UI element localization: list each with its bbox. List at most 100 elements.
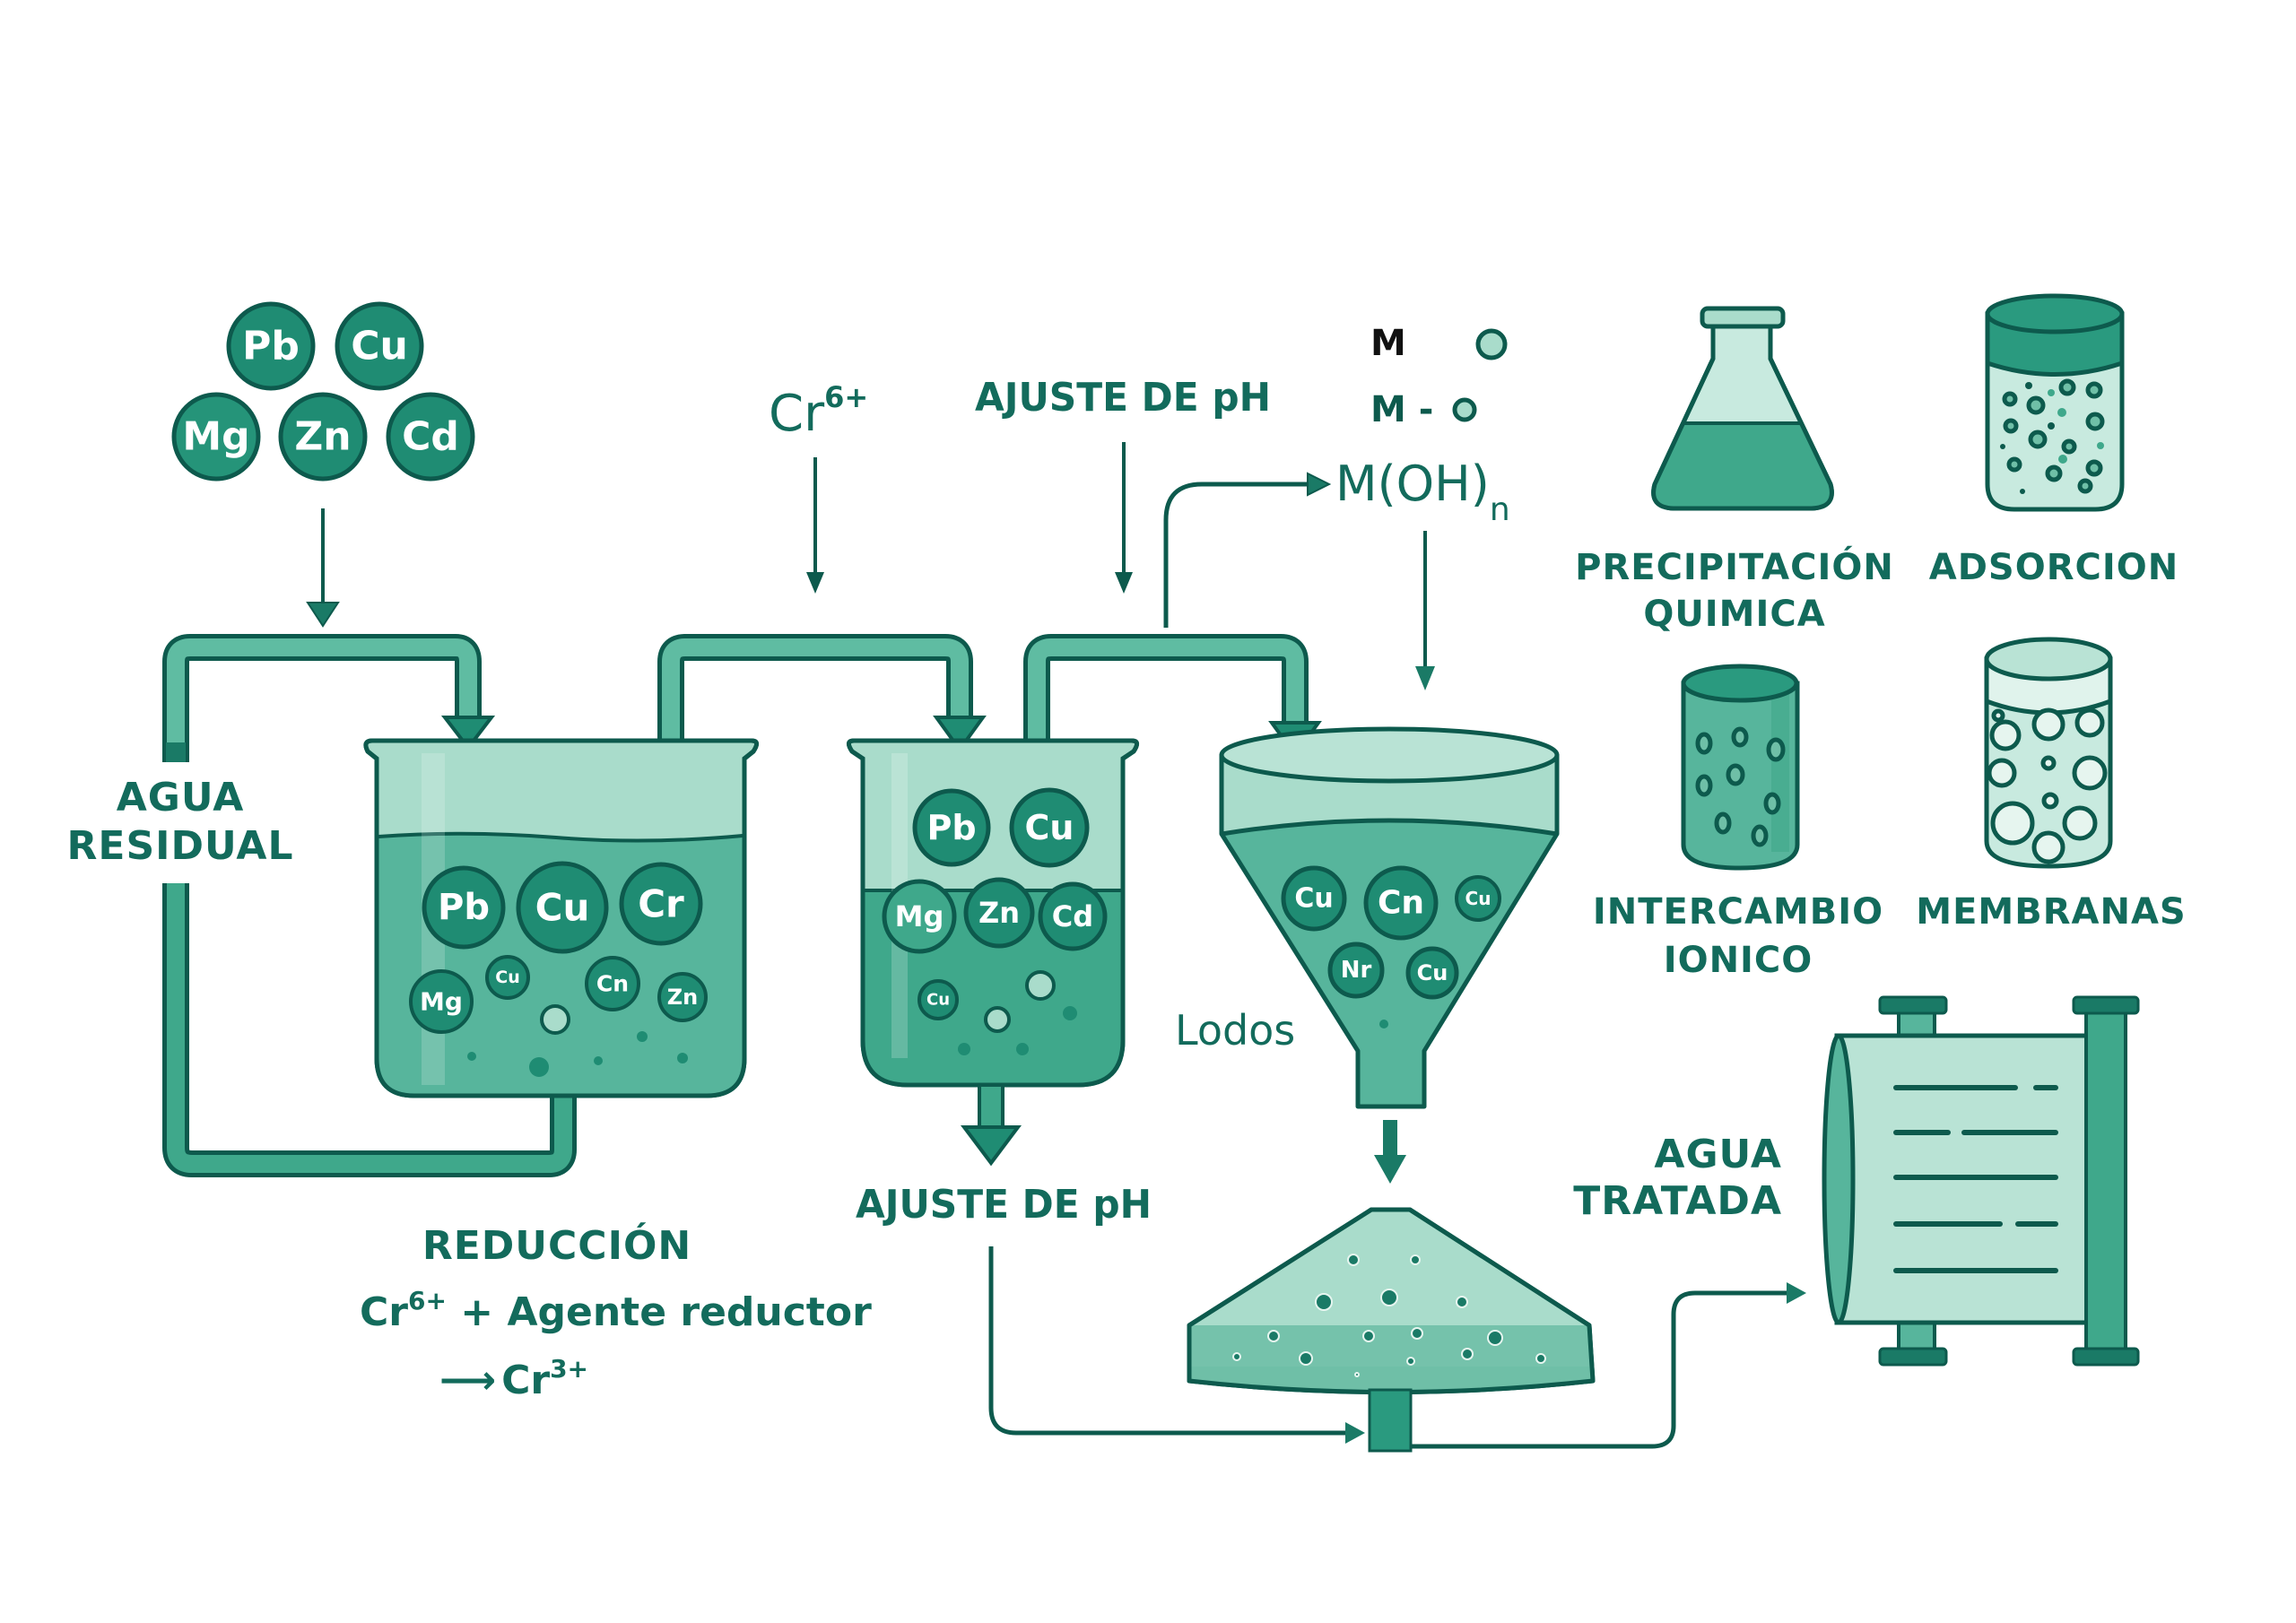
sludge-particles: [1232, 1254, 1546, 1377]
treated-water-unit: [1822, 995, 2140, 1367]
method-membranas-label: MEMBRANAS: [1916, 891, 2186, 933]
hydroxide-to-funnel-arrow: [1415, 531, 1435, 690]
method-adsorcion-label: ADSORCION: [1929, 547, 2179, 588]
svg-text:Cn: Cn: [596, 971, 629, 997]
input-arrow: [306, 508, 340, 628]
tank1-ion-pb: Pb: [422, 865, 506, 950]
particle: [1016, 1043, 1029, 1055]
svg-text:Cr: Cr: [638, 882, 684, 926]
sludge-drop-arrow: [1374, 1120, 1406, 1184]
ph-dosing-arrow: [1115, 442, 1133, 594]
agua-tratada-label: AGUA TRATADA: [1573, 1132, 1782, 1224]
tank2-ion-mg: Mg: [882, 879, 957, 954]
svg-text:Cu: Cu: [1417, 960, 1448, 985]
svg-text:RESIDUAL: RESIDUAL: [67, 823, 294, 869]
svg-text:Mg: Mg: [895, 899, 944, 933]
arrowhead: [1787, 1282, 1806, 1304]
particle: [677, 1053, 688, 1063]
tank2-ion-cd: Cd: [1038, 881, 1108, 951]
reduction-equation-line2: ⟶Cr3+: [439, 1354, 588, 1403]
input-ions-group: Pb Cu Mg Zn Cd: [171, 301, 475, 482]
svg-text:Cu: Cu: [1294, 883, 1333, 915]
svg-text:Pb: Pb: [926, 808, 976, 847]
svg-text:AGUA: AGUA: [1654, 1132, 1782, 1177]
membrane-column-icon: [1984, 637, 2113, 869]
resin-beads: [1695, 726, 1786, 847]
svg-text:Cu: Cu: [926, 991, 950, 1010]
svg-text:Zn: Zn: [667, 985, 699, 1010]
tank2-ion-pb: Pb: [912, 788, 991, 867]
funnel-ion-nr: Nr: [1327, 942, 1385, 999]
recirculation-pipe: [162, 883, 577, 1177]
exchanger-tubes: [1893, 1085, 2058, 1273]
transfer-pipe-1: [657, 634, 987, 753]
particle: [958, 1043, 970, 1055]
to-treated-water-line: [1411, 1290, 1788, 1449]
bubble: [540, 1004, 570, 1035]
funnel-ion-cn: Cn: [1363, 865, 1439, 941]
settling-funnel: Cu Cn Cu Nr Cu: [1219, 726, 1560, 1109]
particle: [637, 1031, 648, 1042]
funnel-ion-cu-2: Cu: [1455, 875, 1501, 922]
hydroxide-output-arrow: [1163, 472, 1332, 628]
adsorbent-dots: [2000, 382, 2055, 494]
ajuste-ph-bottom-label: AJUSTE DE pH: [856, 1182, 1152, 1228]
particle: [1063, 1006, 1077, 1020]
svg-text:Cu: Cu: [535, 886, 590, 930]
ion-mg: Mg: [171, 392, 261, 482]
svg-text:INTERCAMBIO: INTERCAMBIO: [1593, 891, 1883, 933]
lodos-label: Lodos: [1175, 1006, 1295, 1055]
agua-residual-label: AGUA RESIDUAL: [67, 775, 294, 869]
svg-text:PRECIPITACIÓN: PRECIPITACIÓN: [1575, 545, 1894, 588]
membrane-pores: [1987, 707, 2108, 864]
cr6-label: Cr6+: [769, 380, 868, 443]
legend-metal-icon: [1475, 328, 1508, 360]
legend-metal-ion-icon: [1452, 397, 1477, 422]
svg-text:Mg: Mg: [182, 414, 249, 460]
tank1-ion-zn: Zn: [657, 972, 708, 1022]
svg-text:Zn: Zn: [978, 896, 1020, 930]
tank1-ion-cu: Cu: [516, 861, 609, 954]
hydroxide-label: M(OH)n: [1335, 456, 1510, 528]
tank2-ion-cu: Cu: [1009, 787, 1090, 868]
ion-zn: Zn: [278, 392, 368, 482]
svg-text:Cu: Cu: [495, 968, 519, 987]
sludge-pile: [1187, 1207, 1596, 1453]
feed-pipe: [162, 634, 496, 762]
tank1-ion-cr: Cr: [619, 862, 703, 946]
funnel-ion-cu-1: Cu: [1281, 865, 1347, 932]
ajuste-ph-top-label: AJUSTE DE pH: [975, 375, 1271, 421]
arrowhead: [1345, 1422, 1365, 1444]
tank2-ion-zn: Zn: [963, 877, 1035, 949]
tank1-ion-cu-small: Cu: [485, 955, 530, 1000]
tank1-ion-mg: Mg: [409, 969, 474, 1034]
svg-text:IONICO: IONICO: [1664, 940, 1813, 981]
adsorbent-particles: [2002, 378, 2105, 494]
svg-text:TRATADA: TRATADA: [1573, 1178, 1782, 1224]
svg-text:Nr: Nr: [1341, 957, 1372, 984]
particle: [467, 1052, 476, 1061]
svg-text:Cd: Cd: [402, 414, 459, 460]
svg-text:Cu: Cu: [1025, 808, 1074, 847]
legend-metal-label: M: [1370, 323, 1406, 364]
method-precipitacion-label: PRECIPITACIÓN QUIMICA: [1575, 545, 1894, 635]
svg-text:Cu: Cu: [351, 324, 408, 369]
ph-adjustment-tank: Pb Cu Mg Zn Cd Cu: [847, 738, 1139, 1088]
svg-text:QUIMICA: QUIMICA: [1643, 594, 1825, 635]
legend-metal-ion-label: M -: [1370, 389, 1433, 430]
particle: [594, 1056, 603, 1065]
bubble: [984, 1006, 1011, 1033]
reduction-tank: Pb Cu Cr Mg Cu Cn Zn: [363, 738, 759, 1098]
svg-text:Mg: Mg: [420, 987, 463, 1017]
ion-cu: Cu: [335, 301, 424, 391]
reduction-equation-line1: Cr6+ + Agente reductor: [360, 1286, 872, 1335]
svg-text:AGUA: AGUA: [117, 775, 245, 820]
ion-pb: Pb: [226, 301, 316, 391]
particle: [529, 1057, 549, 1077]
tank2-ion-cu-small: Cu: [918, 979, 959, 1020]
tank2-outlet-arrow: [961, 1083, 1022, 1167]
svg-text:Pb: Pb: [438, 887, 490, 928]
svg-text:Cu: Cu: [1465, 888, 1492, 909]
funnel-ion-cu-3: Cu: [1405, 946, 1459, 1000]
